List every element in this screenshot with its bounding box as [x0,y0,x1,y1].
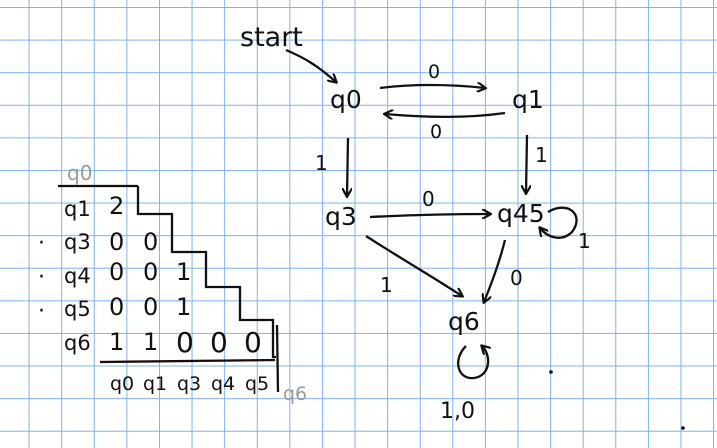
col-label: q4 [211,373,235,395]
start-arrow [285,48,336,82]
row-label: q3 [64,230,91,254]
table-cell: 1 [109,328,124,356]
table-staircase [136,186,276,359]
edge-q0-q1 [379,85,485,88]
col-label: q5 [245,373,269,395]
label-q0-q3: 1 [315,151,328,175]
start-label: start [240,22,303,53]
table-cell: 0 [143,258,158,286]
row-label: q4 [64,264,91,288]
state-q1: q1 [512,85,544,114]
table-cell: 1 [176,293,191,321]
row-marker-dot: · [38,265,45,290]
col-label: q0 [110,373,134,395]
label-q45-q6: 0 [510,266,523,290]
label-q0-q1: 0 [428,61,440,83]
row-marker-dot: · [38,299,45,324]
table-bottom-line [99,358,276,364]
table-cell: 0 [109,293,124,321]
table-cell: 0 [109,228,124,256]
edge-q3-q6 [365,235,462,296]
state-q45: q45 [497,199,545,228]
row-label: q6 [64,331,91,355]
table-cell: 1 [143,328,158,356]
edge-q1-q45 [526,134,527,193]
col-label: q3 [177,373,201,395]
table-cell: 2 [109,192,124,220]
table-cell: 1 [176,258,191,286]
label-q45-loop: 1 [578,229,591,253]
label-q1-q45: 1 [535,143,548,167]
table-cell: 0 [210,326,228,359]
edge-q0-q3 [347,137,348,196]
table-top-label: q0 [67,161,92,185]
state-q6: q6 [448,307,480,336]
edge-q45-loop [540,206,578,239]
edge-q45-q6 [484,239,507,302]
edge-q6-loop [457,346,488,380]
table-cell: 0 [109,258,124,286]
label-q3-q45: 0 [422,187,435,211]
state-q0: q0 [330,85,362,114]
row-label: q5 [64,297,91,321]
row-label: q1 [64,197,91,221]
table-cell: 0 [143,293,158,321]
edge-q1-q0 [385,113,506,117]
col-label-extra: q6 [283,383,307,405]
table-cell: 0 [143,228,158,256]
col-label: q1 [143,373,167,395]
table-cell: 0 [176,326,194,359]
table-bottom-right-line [275,324,280,393]
stray-dot [681,426,685,430]
table-cell: 0 [244,326,262,359]
label-q1-q0: 0 [430,121,442,143]
stray-dot [549,370,553,374]
state-q3: q3 [325,202,357,231]
row-marker-dot: · [38,231,45,256]
label-q6-loop: 1,0 [440,399,475,424]
label-q3-q6: 1 [380,273,393,297]
edge-q3-q45 [369,214,490,217]
